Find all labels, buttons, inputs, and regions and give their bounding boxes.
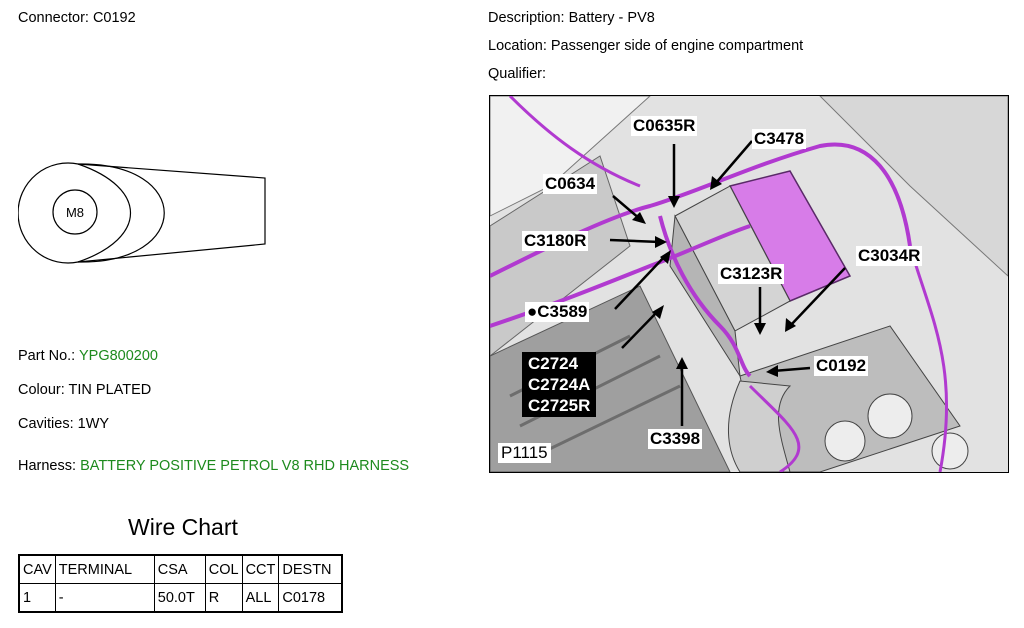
description: Description: Battery - PV8	[488, 10, 655, 26]
cell-destn: C0178	[278, 583, 343, 613]
terminal-size-label: M8	[66, 205, 84, 220]
cell-cct: ALL	[241, 583, 280, 613]
table-row: 1 - 50.0T R ALL C0178	[18, 583, 343, 613]
cavities: Cavities: 1WY	[18, 416, 110, 432]
bullet-dot-icon: ●	[527, 302, 538, 321]
label-c2724-group: C2724 C2724A C2725R	[522, 352, 597, 417]
label-c3589: ●C3589	[525, 302, 590, 322]
photo-reference: P1115	[498, 443, 551, 463]
colour: Colour: TIN PLATED	[18, 382, 152, 398]
wire-chart-title: Wire Chart	[128, 514, 238, 540]
cell-terminal: -	[54, 583, 155, 613]
header-csa: CSA	[153, 554, 206, 584]
header-col: COL	[204, 554, 243, 584]
label-c3180r: C3180R	[522, 231, 589, 251]
harness-label: Harness:	[18, 458, 81, 474]
cell-col: R	[204, 583, 243, 613]
label-c3123r: C3123R	[718, 264, 785, 284]
label-c3034r: C3034R	[856, 246, 923, 266]
cell-cav: 1	[18, 583, 56, 613]
header-cav: CAV	[18, 554, 56, 584]
label-c2724: C2724	[528, 354, 579, 373]
part-number-value: YPG800200	[78, 348, 158, 364]
engine-bay-illustration	[490, 96, 1008, 472]
location: Location: Passenger side of engine compa…	[488, 38, 804, 54]
header-destn: DESTN	[278, 554, 343, 584]
label-c0635r: C0635R	[631, 116, 698, 136]
label-c3478: C3478	[752, 129, 807, 149]
harness: Harness: BATTERY POSITIVE PETROL V8 RHD …	[18, 458, 409, 474]
part-number: Part No.: YPG800200	[18, 348, 158, 364]
label-c0192: C0192	[814, 356, 869, 376]
connector-id: Connector: C0192	[18, 10, 136, 26]
harness-value: BATTERY POSITIVE PETROL V8 RHD HARNESS	[80, 458, 410, 474]
label-c3398: C3398	[648, 429, 703, 449]
label-c2724a: C2724A	[528, 375, 591, 394]
header-cct: CCT	[241, 554, 280, 584]
qualifier: Qualifier:	[488, 66, 547, 82]
wire-chart-table: CAV TERMINAL CSA COL CCT DESTN 1 - 50.0T…	[18, 554, 344, 613]
ring-terminal-drawing: M8	[18, 162, 266, 264]
location-photo: C0635R C3478 C0634 C3180R C3123R C3034R …	[489, 95, 1009, 473]
part-number-label: Part No.:	[18, 348, 79, 364]
table-header-row: CAV TERMINAL CSA COL CCT DESTN	[18, 554, 343, 584]
label-c0634: C0634	[543, 174, 598, 194]
cell-csa: 50.0T	[153, 583, 206, 613]
label-c2725r: C2725R	[528, 396, 591, 415]
header-terminal: TERMINAL	[54, 554, 155, 584]
label-c3589-text: C3589	[537, 302, 588, 321]
